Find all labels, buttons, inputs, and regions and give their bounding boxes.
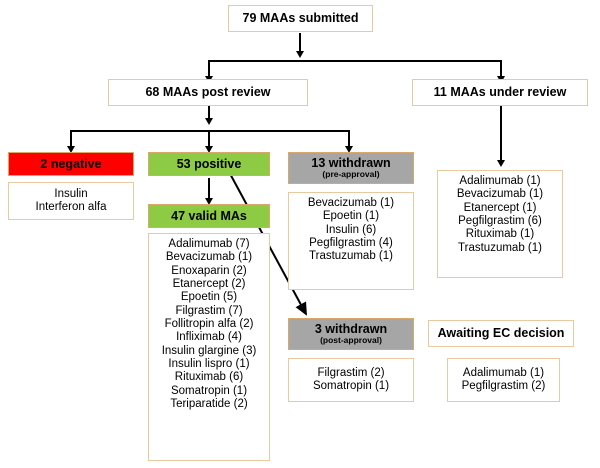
connector-68-down — [208, 106, 210, 120]
box-maas-post-review-label: 68 MAAs post review — [145, 85, 271, 100]
arrowhead-root — [295, 51, 304, 58]
box-maas-under-review-label: 11 MAAs under review — [433, 85, 567, 100]
box-negative-label: 2 negative — [40, 156, 102, 171]
box-withdrawn-post-label: 3 withdrawn — [314, 322, 388, 337]
list-item: Pegfilgrastim (4) — [309, 236, 393, 249]
connector-11-down — [500, 106, 502, 162]
connector-level2-horizontal — [208, 60, 502, 62]
box-valid-mas-header[interactable]: 47 valid MAs — [148, 204, 270, 228]
connector-to-withdrawn-pre — [348, 130, 350, 148]
box-awaiting-list[interactable]: Adalimumab (1) Pegfilgrastim (2) — [447, 358, 560, 402]
connector-positive-down — [208, 178, 210, 200]
list-item: Somatropin (1) — [312, 380, 390, 392]
list-item: Pegfilgrastim (2) — [461, 380, 546, 392]
list-item: Insulin lispro (1) — [168, 357, 250, 370]
box-withdrawn-pre-sublabel: (pre-approval) — [322, 168, 380, 179]
list-item: Enoxaparin (2) — [171, 264, 247, 277]
connector-to-negative — [70, 130, 72, 148]
list-item: Epoetin (5) — [180, 291, 238, 304]
list-item: Adalimumab (1) — [462, 366, 545, 379]
list-item: Teriparatide (2) — [170, 397, 248, 410]
box-valid-mas-list[interactable]: Adalimumab (7) Bevacizumab (1) Enoxapari… — [148, 233, 270, 461]
connector-to-positive — [208, 130, 210, 148]
list-item: Adalimumab (1) — [459, 175, 541, 187]
list-item: Bevacizumab (1) — [456, 188, 544, 201]
list-item: Bevacizumab (1) — [165, 251, 253, 264]
list-item: Filgrastim (2) — [317, 366, 385, 379]
list-item: Interferon alfa — [35, 201, 107, 213]
arrowhead-68-down — [204, 118, 213, 125]
box-under-review-list[interactable]: Adalimumab (1) Bevacizumab (1) Etanercep… — [437, 170, 563, 278]
list-item: Filgrastim (7) — [175, 304, 243, 317]
connector-to-68 — [208, 60, 210, 78]
arrowhead-negative — [66, 146, 75, 153]
box-maas-under-review[interactable]: 11 MAAs under review — [412, 79, 588, 106]
box-maas-submitted[interactable]: 79 MAAs submitted — [228, 5, 373, 32]
list-item: Rituximab (1) — [465, 228, 535, 241]
connector-to-11 — [500, 60, 502, 78]
box-withdrawn-post-list[interactable]: Filgrastim (2) Somatropin (1) — [288, 358, 414, 402]
list-item: Adalimumab (7) — [168, 238, 250, 250]
list-item: Pegfilgrastim (6) — [458, 214, 542, 227]
box-negative-list[interactable]: Insulin Interferon alfa — [8, 182, 134, 220]
box-awaiting-label: Awaiting EC decision — [437, 326, 565, 341]
list-item: Somatropin (1) — [170, 384, 248, 397]
box-negative-header[interactable]: 2 negative — [8, 152, 134, 176]
list-item: Rituximab (6) — [174, 371, 244, 384]
box-positive-header[interactable]: 53 positive — [148, 152, 270, 176]
box-valid-mas-label: 47 valid MAs — [171, 208, 247, 223]
list-item: Etanercept (1) — [463, 201, 537, 214]
list-item: Insulin (6) — [325, 223, 377, 236]
arrowhead-withdrawn-pre — [344, 146, 353, 153]
list-item: Follitropin alfa (2) — [164, 317, 254, 330]
arrowhead-under-review-list — [496, 160, 505, 167]
list-item: Trastuzumab (1) — [458, 241, 542, 254]
list-item: Insulin glargine (3) — [161, 344, 257, 357]
list-item: Infliximab (4) — [176, 331, 242, 344]
box-withdrawn-pre-header[interactable]: 13 withdrawn (pre-approval) — [288, 152, 414, 184]
box-withdrawn-pre-label: 13 withdrawn — [311, 156, 391, 171]
connector-root-down — [299, 33, 301, 53]
list-item: Bevacizumab (1) — [307, 197, 395, 209]
box-withdrawn-pre-list[interactable]: Bevacizumab (1) Epoetin (1) Insulin (6) … — [288, 192, 414, 290]
box-maas-post-review[interactable]: 68 MAAs post review — [108, 79, 308, 106]
box-positive-label: 53 positive — [176, 156, 242, 171]
box-maas-submitted-label: 79 MAAs submitted — [242, 11, 359, 26]
list-item: Trastuzumab (1) — [309, 250, 393, 263]
box-withdrawn-post-header[interactable]: 3 withdrawn (post-approval) — [288, 318, 414, 350]
list-item: Insulin — [54, 187, 88, 200]
arrowhead-valid-mas — [204, 198, 213, 205]
list-item: Etanercept (2) — [172, 277, 246, 290]
box-withdrawn-post-sublabel: (post-approval) — [320, 334, 382, 345]
connector-level3-horizontal — [70, 130, 350, 132]
list-item: Epoetin (1) — [322, 210, 380, 223]
arrowhead-positive — [204, 146, 213, 153]
box-awaiting-header[interactable]: Awaiting EC decision — [428, 320, 574, 347]
